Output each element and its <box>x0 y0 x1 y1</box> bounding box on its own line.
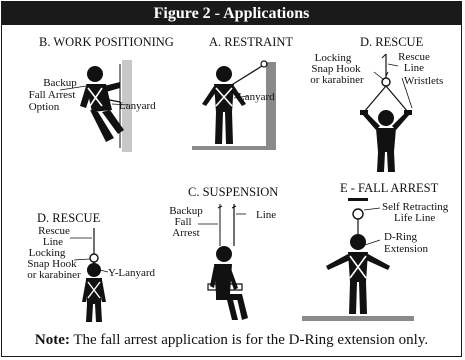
wall-post <box>266 62 276 148</box>
worker-figure <box>82 263 106 322</box>
panel-restraint: A. RESTRAINT Lanyard <box>192 35 293 150</box>
label-karabiner: or karabiner <box>27 269 81 281</box>
leader-line <box>59 85 87 91</box>
label-karabiner: or karabiner <box>310 74 364 86</box>
label-line: Line <box>404 62 424 74</box>
label-locking: Locking <box>315 52 352 64</box>
panel-rescue-bottom: D. RESCUE Rescue Line Locking Snap Hook … <box>27 211 156 322</box>
label-arrest: Arrest <box>172 227 200 239</box>
label-snap-hook: Snap Hook <box>27 258 77 270</box>
worker-figure <box>210 246 248 320</box>
panel-title: D. RESCUE <box>360 35 424 49</box>
wristlet-right <box>404 110 412 115</box>
wristlet-lines <box>363 85 409 113</box>
label-d-ring: D-Ring <box>384 231 418 243</box>
leader-line <box>111 103 129 106</box>
label-fall: Fall <box>174 216 191 228</box>
leader-line <box>363 207 381 211</box>
anchor-ring <box>260 60 268 68</box>
worker-figure <box>362 110 410 172</box>
lanyard-line <box>97 97 121 103</box>
label-snap-hook: Snap Hook <box>311 63 361 75</box>
leader-line <box>387 63 399 67</box>
floor <box>192 146 276 150</box>
leader-line <box>373 71 385 81</box>
label-line: Line <box>256 209 276 221</box>
label-fall-arrest: Fall Arrest <box>29 89 76 101</box>
worker-figure <box>326 234 390 314</box>
panel-work-positioning: B. WORK POSITIONING Backup Fall Arrest O… <box>29 35 174 152</box>
label-lanyard: Lanyard <box>119 100 156 112</box>
leader-line <box>361 239 381 247</box>
worker-figure <box>202 66 246 144</box>
label-backup: Backup <box>43 77 77 89</box>
panel-title: E - FALL ARREST <box>340 181 439 195</box>
leader-line <box>233 95 249 99</box>
note-caption: Note: The fall arrest application is for… <box>2 332 461 349</box>
label-lanyard: Lanyard <box>238 91 275 103</box>
label-rescue: Rescue <box>398 51 430 63</box>
label-wristlets: Wristlets <box>404 75 443 87</box>
figure-title: Figure 2 - Applications <box>2 2 461 25</box>
leader-line <box>401 77 413 109</box>
panel-title: D. RESCUE <box>37 211 101 225</box>
floor <box>302 316 414 321</box>
label-locking: Locking <box>29 247 66 259</box>
label-life-line: Life Line <box>394 212 435 224</box>
worker-figure <box>80 66 124 142</box>
lanyard-line <box>229 65 263 87</box>
panel-title: C. SUSPENSION <box>188 185 278 199</box>
label-rescue: Rescue <box>38 225 70 237</box>
panel-title: A. RESTRAINT <box>209 35 293 49</box>
label-extension: Extension <box>384 243 428 255</box>
panel-suspension: C. SUSPENSION Backup Fall Arrest Line <box>169 185 278 320</box>
note-text: The fall arrest application is for the D… <box>69 332 429 348</box>
leader-line <box>73 258 91 261</box>
wall-pole <box>122 60 132 152</box>
panel-rescue-top: D. RESCUE Locking Snap Hook or karabiner… <box>310 35 443 172</box>
note-label: Note: <box>34 332 70 348</box>
panel-title: B. WORK POSITIONING <box>39 35 174 49</box>
wristlet-left <box>360 110 368 115</box>
anchor-beam <box>348 198 368 201</box>
panel-fall-arrest: E - FALL ARREST Self Retracting Life Lin… <box>302 181 449 321</box>
snap-hook <box>89 253 99 263</box>
seat-board <box>207 283 243 291</box>
srl-unit <box>352 208 364 220</box>
label-line: Line <box>43 236 63 248</box>
label-option: Option <box>29 101 60 113</box>
label-backup: Backup <box>169 205 203 217</box>
label-y-lanyard: Y-Lanyard <box>108 267 156 279</box>
leader-line <box>99 269 109 273</box>
label-self-retracting: Self Retracting <box>382 201 449 213</box>
